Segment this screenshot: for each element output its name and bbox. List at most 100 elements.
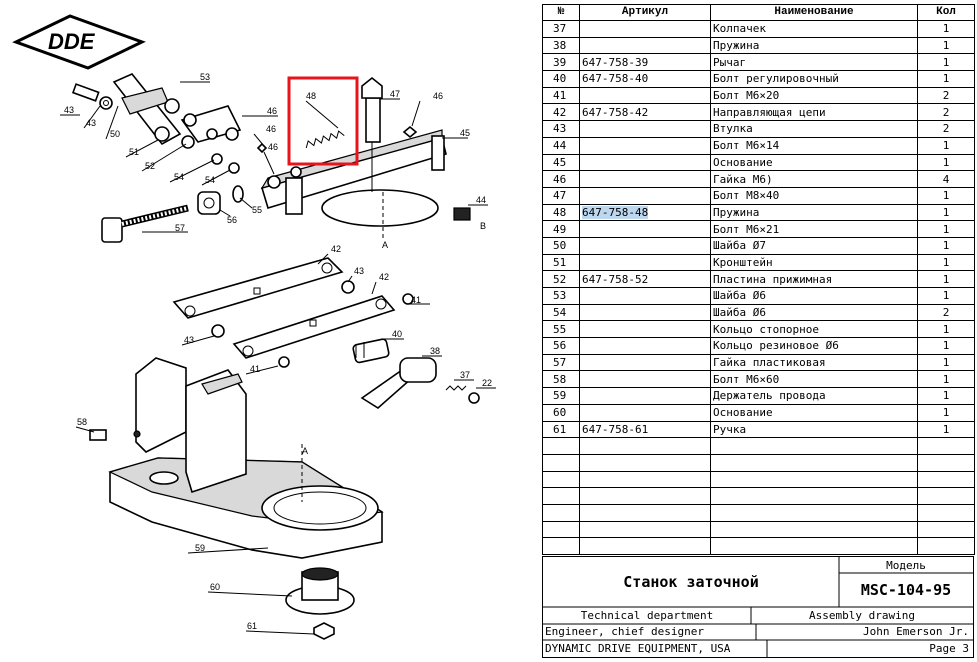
- svg-text:45: 45: [460, 128, 470, 138]
- svg-text:50: 50: [110, 129, 120, 139]
- row-num: 49: [542, 220, 580, 238]
- empty-cell: [710, 437, 918, 455]
- table-row-empty: [542, 503, 975, 522]
- empty-cell: [917, 537, 975, 555]
- row-qty: 1: [917, 387, 975, 405]
- row-num: 54: [542, 303, 580, 322]
- row-num: 37: [542, 20, 580, 38]
- row-qty: 1: [917, 53, 975, 72]
- row-name: Гайка М6): [710, 170, 918, 188]
- bolt-58-assembly: [101, 185, 244, 243]
- row-num: 50: [542, 236, 580, 255]
- row-num: 58: [542, 370, 580, 389]
- row-num: 56: [542, 337, 580, 355]
- row-num: 42: [542, 103, 580, 122]
- row-article: [579, 170, 711, 188]
- model-label: Модель: [886, 559, 926, 572]
- row-qty: 4: [917, 170, 975, 188]
- main-base-60: A: [89, 357, 384, 559]
- row-qty: 1: [917, 186, 975, 205]
- empty-cell: [917, 503, 975, 522]
- row-num: 41: [542, 86, 580, 105]
- row-name: Колпачек: [710, 20, 918, 38]
- empty-cell: [917, 437, 975, 455]
- empty-cell: [542, 437, 580, 455]
- row-num: 48: [542, 203, 580, 222]
- row-article: [579, 320, 711, 339]
- svg-text:38: 38: [430, 346, 440, 356]
- svg-text:57: 57: [175, 223, 185, 233]
- row-num: 38: [542, 36, 580, 55]
- row-article: [579, 253, 711, 272]
- empty-cell: [710, 487, 918, 505]
- svg-text:46: 46: [267, 106, 277, 116]
- product-name: Станок заточной: [623, 573, 759, 591]
- svg-text:61: 61: [247, 621, 257, 631]
- empty-cell: [542, 503, 580, 522]
- row-qty: 2: [917, 303, 975, 322]
- row-name: Держатель провода: [710, 387, 918, 405]
- svg-text:55: 55: [252, 205, 262, 215]
- row-qty: 1: [917, 136, 975, 155]
- company-name: DYNAMIC DRIVE EQUIPMENT, USA: [545, 642, 731, 655]
- row-num: 51: [542, 253, 580, 272]
- row-num: 57: [542, 353, 580, 372]
- lever-assembly: [352, 338, 480, 409]
- row-qty: 1: [917, 270, 975, 288]
- empty-cell: [579, 470, 711, 489]
- row-name: Кольцо резиновое Ø6: [710, 337, 918, 355]
- row-name: Болт регулировочный: [710, 70, 918, 88]
- row-qty: 1: [917, 20, 975, 38]
- empty-cell: [542, 470, 580, 489]
- table-row-empty: [542, 537, 975, 555]
- empty-cell: [579, 453, 711, 472]
- svg-text:56: 56: [227, 215, 237, 225]
- svg-text:54: 54: [205, 175, 215, 185]
- row-num: 52: [542, 270, 580, 288]
- row-article: [579, 120, 711, 138]
- row-article: [579, 303, 711, 322]
- empty-cell: [579, 487, 711, 505]
- svg-text:40: 40: [392, 329, 402, 339]
- row-qty: 2: [917, 86, 975, 105]
- row-name: Направляющая цепи: [710, 103, 918, 122]
- bracket-assembly: [71, 73, 268, 174]
- svg-text:60: 60: [210, 582, 220, 592]
- selected-article[interactable]: 647-758-48: [582, 205, 649, 219]
- row-article: [579, 403, 711, 422]
- row-qty: 1: [917, 287, 975, 305]
- page-number: Page 3: [929, 642, 969, 655]
- row-qty: 1: [917, 153, 975, 172]
- row-article: 647-758-48: [579, 203, 711, 222]
- empty-cell: [579, 503, 711, 522]
- empty-cell: [917, 470, 975, 489]
- row-name: Шайба Ø6: [710, 303, 918, 322]
- row-name: Гайка пластиковая: [710, 353, 918, 372]
- spring-48-highlight: [287, 76, 359, 166]
- row-article: [579, 136, 711, 155]
- row-name: Пружина: [710, 203, 918, 222]
- row-num: 45: [542, 153, 580, 172]
- row-qty: 1: [917, 253, 975, 272]
- table-row-empty: [542, 470, 975, 489]
- svg-text:44: 44: [476, 195, 486, 205]
- table-row-empty: [542, 453, 975, 472]
- row-qty: 1: [917, 420, 975, 439]
- svg-text:58: 58: [77, 417, 87, 427]
- designer-name: John Emerson Jr.: [863, 625, 969, 638]
- row-qty: 1: [917, 70, 975, 88]
- empty-cell: [917, 453, 975, 472]
- empty-cell: [710, 503, 918, 522]
